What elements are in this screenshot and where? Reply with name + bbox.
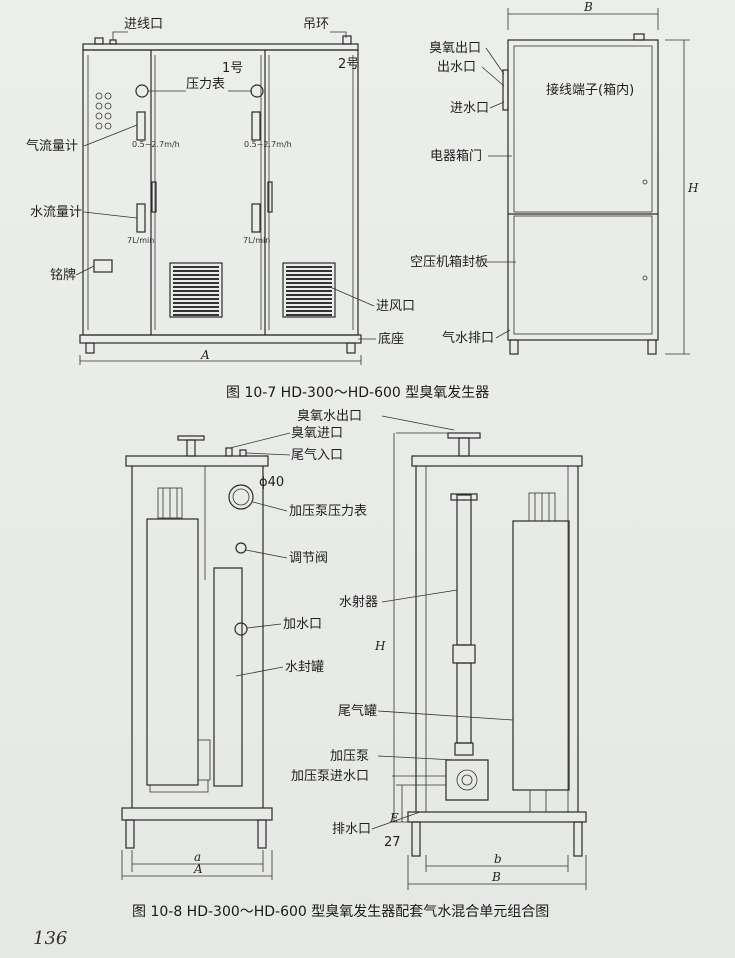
label-seal-tank: 水封罐 — [285, 660, 324, 675]
label-terminal: 接线端子(箱内) — [546, 82, 634, 98]
label-booster-gauge: 加压泵压力表 — [289, 504, 367, 519]
label-nameplate: 铭牌 — [50, 267, 76, 283]
label-water-meter: 水流量计 — [30, 205, 82, 220]
fig7-side-view: B H 臭氧出口 出水口 进水口 接线端子(箱内) 电器箱门 空压机箱封板 气水… — [410, 0, 699, 355]
air-vent-1 — [169, 262, 223, 318]
label-inlet: 进线口 — [124, 17, 163, 32]
water-meter-2 — [251, 203, 261, 233]
vent-slat — [173, 274, 219, 276]
door-handle-2 — [267, 181, 273, 213]
label-lifting-ring: 吊环 — [303, 17, 329, 32]
vent-slat — [173, 306, 219, 308]
tail-gas-tank — [512, 520, 570, 791]
label-compressor-plate: 空压机箱封板 — [410, 254, 488, 270]
vent-slat — [173, 302, 219, 304]
vent-slat — [173, 314, 219, 316]
side-pipes — [502, 69, 509, 111]
regulating-valve — [235, 542, 247, 554]
water-seal-tank — [146, 518, 199, 786]
airflow-meter-1 — [136, 111, 146, 141]
label-tail-gas-tank: 尾气罐 — [338, 703, 377, 719]
dim-a-large: A — [193, 862, 203, 876]
label-ozone-inlet: 臭氧进口 — [291, 426, 343, 441]
label-tail-gas-inlet: 尾气入口 — [291, 447, 343, 463]
vent-slat — [173, 278, 219, 280]
vent-slat — [286, 298, 332, 300]
label-airflow-meter: 气流量计 — [26, 138, 78, 154]
vent-slat — [286, 306, 332, 308]
vent-slat — [173, 270, 219, 272]
vent-slat — [173, 290, 219, 292]
dim-a-label: A — [200, 348, 210, 362]
figure-10-7-caption: 图 10-7 HD-300～HD-600 型臭氧发生器 — [226, 385, 489, 401]
dim-b-label: B — [583, 0, 593, 14]
dim-h-label: H — [687, 181, 699, 195]
label-water-fill: 加水口 — [283, 617, 322, 632]
vent-slat — [173, 286, 219, 288]
airflow-scale-1: 0.5~2.7m/h — [132, 140, 180, 149]
air-vent-2 — [282, 262, 336, 318]
vent-slat — [286, 270, 332, 272]
booster-gauge — [228, 484, 254, 510]
label-base: 底座 — [378, 331, 404, 347]
label-unit1: 1号 — [222, 61, 243, 76]
water-fill-port — [234, 622, 248, 636]
label-drain: 气水排口 — [442, 330, 494, 346]
indicator-lights — [95, 92, 112, 130]
label-unit2: 2号 — [338, 57, 359, 72]
label-regulating-valve: 调节阀 — [289, 551, 328, 566]
nameplate-box — [93, 259, 113, 273]
dim-27: 27 — [384, 835, 401, 850]
label-phi40: ϕ40 — [259, 475, 284, 490]
label-electrical-door: 电器箱门 — [430, 148, 482, 164]
fig8-side-view: H E 27 b B 臭氧水出口 水射器 尾气罐 加压泵 加压泵进水口 排水口 — [291, 409, 587, 890]
label-water-inlet: 进水口 — [450, 101, 489, 116]
vent-slat — [286, 310, 332, 312]
door-handle-1 — [151, 181, 157, 213]
vent-slat — [173, 298, 219, 300]
fig7-front-view: A 0.5~2.7m/h 0.5~2.7m/h 7L/min 7L/min 进线… — [26, 17, 415, 365]
label-ejector: 水射器 — [339, 594, 378, 610]
vent-slat — [286, 314, 332, 316]
booster-pump — [445, 759, 489, 801]
figure-10-8-caption: 图 10-8 HD-300～HD-600 型臭氧发生器配套气水混合单元组合图 — [132, 904, 549, 920]
airflow-scale-2: 0.5~2.7m/h — [244, 140, 292, 149]
vent-slat — [286, 302, 332, 304]
vent-slat — [286, 266, 332, 268]
pressure-gauge-1 — [135, 84, 149, 98]
vent-slat — [173, 294, 219, 296]
label-water-outlet: 出水口 — [437, 60, 476, 75]
vent-slat — [286, 290, 332, 292]
dim-b-large: B — [491, 870, 501, 884]
vent-slat — [286, 274, 332, 276]
water-meter-1 — [136, 203, 146, 233]
vent-slat — [286, 286, 332, 288]
vent-slat — [286, 278, 332, 280]
ejector — [456, 494, 472, 646]
dim-b-small: b — [494, 852, 502, 866]
page-number: 136 — [33, 928, 67, 949]
label-booster-pump: 加压泵 — [330, 749, 369, 764]
vent-slat — [173, 266, 219, 268]
fig8-front-view: a A 臭氧进口 尾气入口 ϕ40 加压泵压力表 调节阀 加水口 水封罐 — [121, 426, 367, 880]
label-drain-port: 排水口 — [332, 822, 371, 837]
label-ozone-water-outlet: 臭氧水出口 — [297, 409, 362, 424]
vent-slat — [173, 282, 219, 284]
dim-h-8: H — [374, 639, 386, 653]
water-scale-2: 7L/min — [243, 236, 270, 245]
vent-slat — [286, 294, 332, 296]
dim-e: E — [389, 811, 399, 825]
water-scale-1: 7L/min — [127, 236, 154, 245]
label-pump-inlet: 加压泵进水口 — [291, 769, 369, 784]
label-ozone-outlet: 臭氧出口 — [429, 41, 481, 56]
label-pressure-gauge: 压力表 — [186, 77, 225, 92]
dim-a-small: a — [194, 850, 201, 864]
vent-slat — [173, 310, 219, 312]
vent-slat — [286, 282, 332, 284]
label-air-inlet: 进风口 — [376, 299, 415, 314]
airflow-meter-2 — [251, 111, 261, 141]
